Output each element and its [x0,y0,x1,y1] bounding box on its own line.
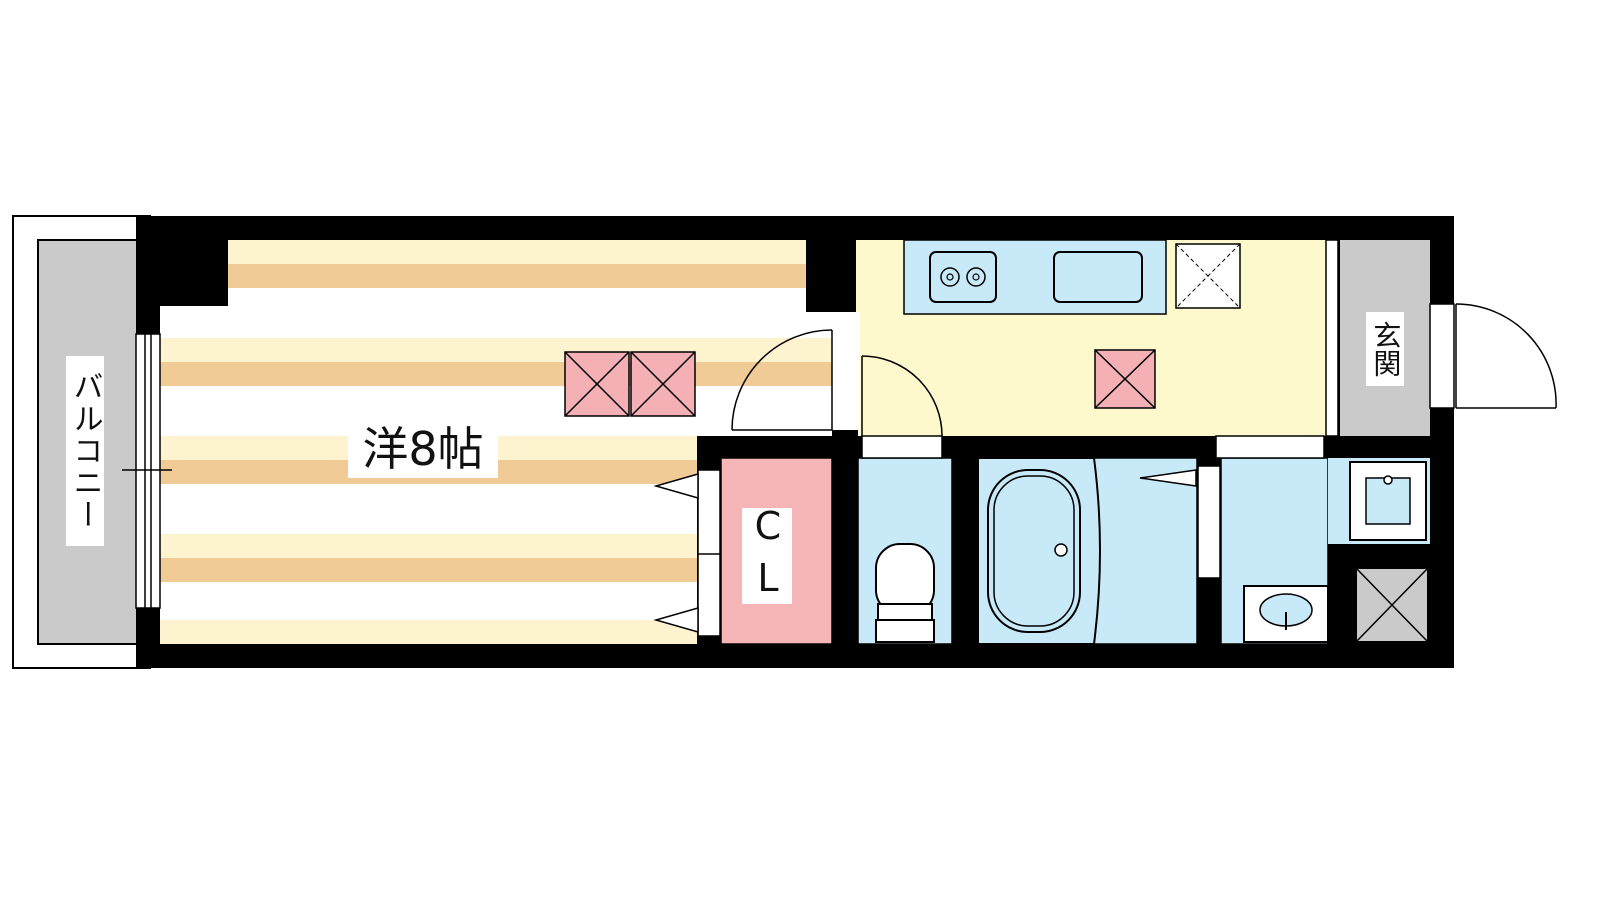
main-room-label: 洋8帖 [348,420,498,478]
toilet-room [857,435,953,645]
storage-box-icon [1355,567,1429,643]
balcony [12,215,151,669]
doors [731,303,1557,437]
stove-icon [929,251,997,303]
sink-icon [1053,251,1143,303]
toilet-door [861,355,943,437]
washing-machine-icon [1349,461,1427,541]
entrance-door [1429,303,1557,409]
bathtub-icon [987,469,1081,633]
main-room-door [731,329,833,431]
washroom [1197,435,1430,645]
washbasin-icon [1243,585,1329,643]
storage-markers [564,349,1156,417]
balcony-label: バルコニー [66,356,104,546]
entrance-label: 玄関 [1366,312,1404,386]
closet-label: CL [742,504,792,608]
kitchen-counter [903,239,1167,315]
balcony-window [122,333,172,609]
refrigerator-space [1175,243,1241,309]
bathroom [977,457,1198,645]
